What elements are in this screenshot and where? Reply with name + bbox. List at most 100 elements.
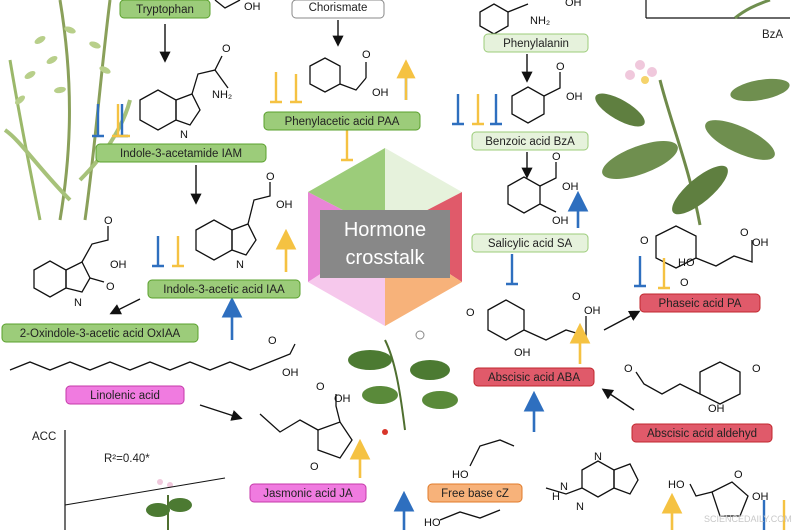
inhibit-yellow-icon	[658, 258, 670, 290]
ribose-structure: HO O OH	[668, 469, 769, 517]
chem-oh: OH	[552, 215, 569, 227]
sa-label: Salicylic acid SA	[488, 238, 573, 250]
chem-n: N	[560, 481, 568, 493]
center-title-line2: crosstalk	[346, 247, 426, 269]
paa-label-box	[263, 111, 421, 131]
bza-mini-plot: BzA	[645, 0, 790, 41]
chem-o: O	[222, 43, 231, 55]
chem-oh: OH	[562, 181, 579, 193]
chem-ho: HO	[452, 469, 469, 481]
chem-n: N	[74, 297, 82, 309]
chem-o: O	[106, 281, 115, 293]
oat-plant-illustration	[3, 0, 132, 221]
inhibit-blue-icon	[506, 254, 518, 286]
phenylalanin-label-box	[483, 33, 589, 53]
chem-o: O	[268, 335, 277, 347]
r-squared-label: R²=0.40*	[104, 453, 150, 465]
aba-label-box	[473, 367, 595, 387]
iam-label-box	[95, 143, 267, 163]
chem-ho: HO	[668, 479, 685, 491]
ja-label-box	[249, 483, 367, 503]
acc-axis-label: ACC	[32, 431, 56, 443]
arrow-aba-to-pa	[603, 310, 641, 331]
chem-o: O	[266, 171, 275, 183]
inhibit-yellow-icon	[341, 128, 353, 162]
inhibit-yellow-icon	[270, 72, 282, 104]
chem-o: O	[752, 363, 761, 375]
chem-o: O	[734, 469, 743, 481]
sa-structure: O OH OH	[507, 151, 579, 227]
chem-o: O	[740, 227, 749, 239]
chem-oh: OH	[708, 403, 725, 415]
chem-o: O	[556, 61, 565, 73]
chem-o: O	[624, 363, 633, 375]
regulation-markers	[92, 59, 786, 530]
tryptophan-label: Tryptophan	[136, 4, 194, 16]
chem-oh: OH	[276, 199, 293, 211]
chem-n: N	[180, 129, 188, 141]
chem-oh: OH	[565, 0, 582, 9]
aba-label: Abscisic acid ABA	[488, 372, 580, 384]
chem-oh: OH	[110, 259, 127, 271]
chem-o: O	[310, 461, 319, 473]
center-label-box	[320, 210, 450, 278]
chem-o: O	[362, 49, 371, 61]
arrow-linolenic-to-ja	[199, 404, 243, 421]
ja-structure: O OH O	[259, 381, 353, 473]
chem-n: N	[236, 259, 244, 271]
oxiaa-label: 2-Oxindole-3-acetic acid OxIAA	[20, 328, 181, 340]
chem-o: O	[552, 151, 561, 163]
inhibit-yellow-icon	[172, 236, 184, 268]
compound-labels: Tryptophan Chorismate Phenylalanin Pheny…	[1, 0, 773, 503]
chem-o: O	[466, 307, 475, 319]
pa-structure: O HO O O OH	[640, 225, 769, 289]
aba-aldehyd-structure: O OH O	[624, 361, 761, 415]
cz-label-box	[427, 483, 523, 503]
chem-o: O	[572, 291, 581, 303]
bza-label-box	[471, 131, 589, 151]
chorismate-label-box	[291, 0, 385, 19]
chem-oh: OH	[282, 367, 299, 379]
inhibit-blue-icon	[92, 104, 104, 138]
chem-o: O	[640, 235, 649, 247]
center-title-line1: Hormone	[344, 219, 426, 241]
hormone-crosstalk-hexagon: Hormone crosstalk	[308, 148, 462, 326]
inhibit-yellow-icon	[290, 74, 302, 104]
cz-structure: HO HO	[424, 439, 515, 529]
chem-oh: OH	[244, 1, 261, 13]
strawberry-plant-illustration	[348, 330, 458, 435]
linolenic-structure: O OH	[9, 335, 299, 379]
chem-ho: HO	[678, 257, 695, 269]
chem-nh2: NH₂	[530, 15, 550, 27]
phenylalanin-label: Phenylalanin	[503, 38, 569, 50]
cz-label: Free base cZ	[441, 488, 509, 500]
bza-structure: O OH	[511, 61, 583, 124]
paa-structure: O OH	[309, 49, 389, 99]
pathway-arrows	[109, 20, 641, 421]
watermark: SCIENCEDAILY.COM	[704, 514, 792, 524]
pa-label: Phaseic acid PA	[659, 298, 742, 310]
linolenic-label-box	[65, 385, 185, 405]
oxiaa-structure: O OH O N	[33, 215, 127, 309]
chem-oh: OH	[752, 491, 769, 503]
chem-oh: OH	[334, 393, 351, 405]
arrow-aldehyd-to-aba	[601, 388, 635, 411]
paa-label: Phenylacetic acid PAA	[285, 116, 400, 128]
potato-plant-illustration	[595, 60, 790, 226]
iaa-label-box	[147, 279, 301, 299]
chem-oh: OH	[584, 305, 601, 317]
ja-label: Jasmonic acid JA	[263, 488, 353, 500]
chem-h: H	[552, 491, 560, 503]
chem-o: O	[104, 215, 113, 227]
bza-label: Benzoic acid BzA	[485, 136, 575, 148]
aba-aldehyd-label-box	[631, 423, 773, 443]
iam-structure: NH₂ O N	[139, 43, 232, 141]
chem-o: O	[316, 381, 325, 393]
chem-oh: OH	[566, 91, 583, 103]
tryptophan-structure: OH	[214, 0, 261, 13]
chem-oh: OH	[372, 87, 389, 99]
chem-n: N	[576, 501, 584, 513]
tryptophan-label-box	[119, 0, 211, 19]
chem-n: N	[594, 451, 602, 463]
